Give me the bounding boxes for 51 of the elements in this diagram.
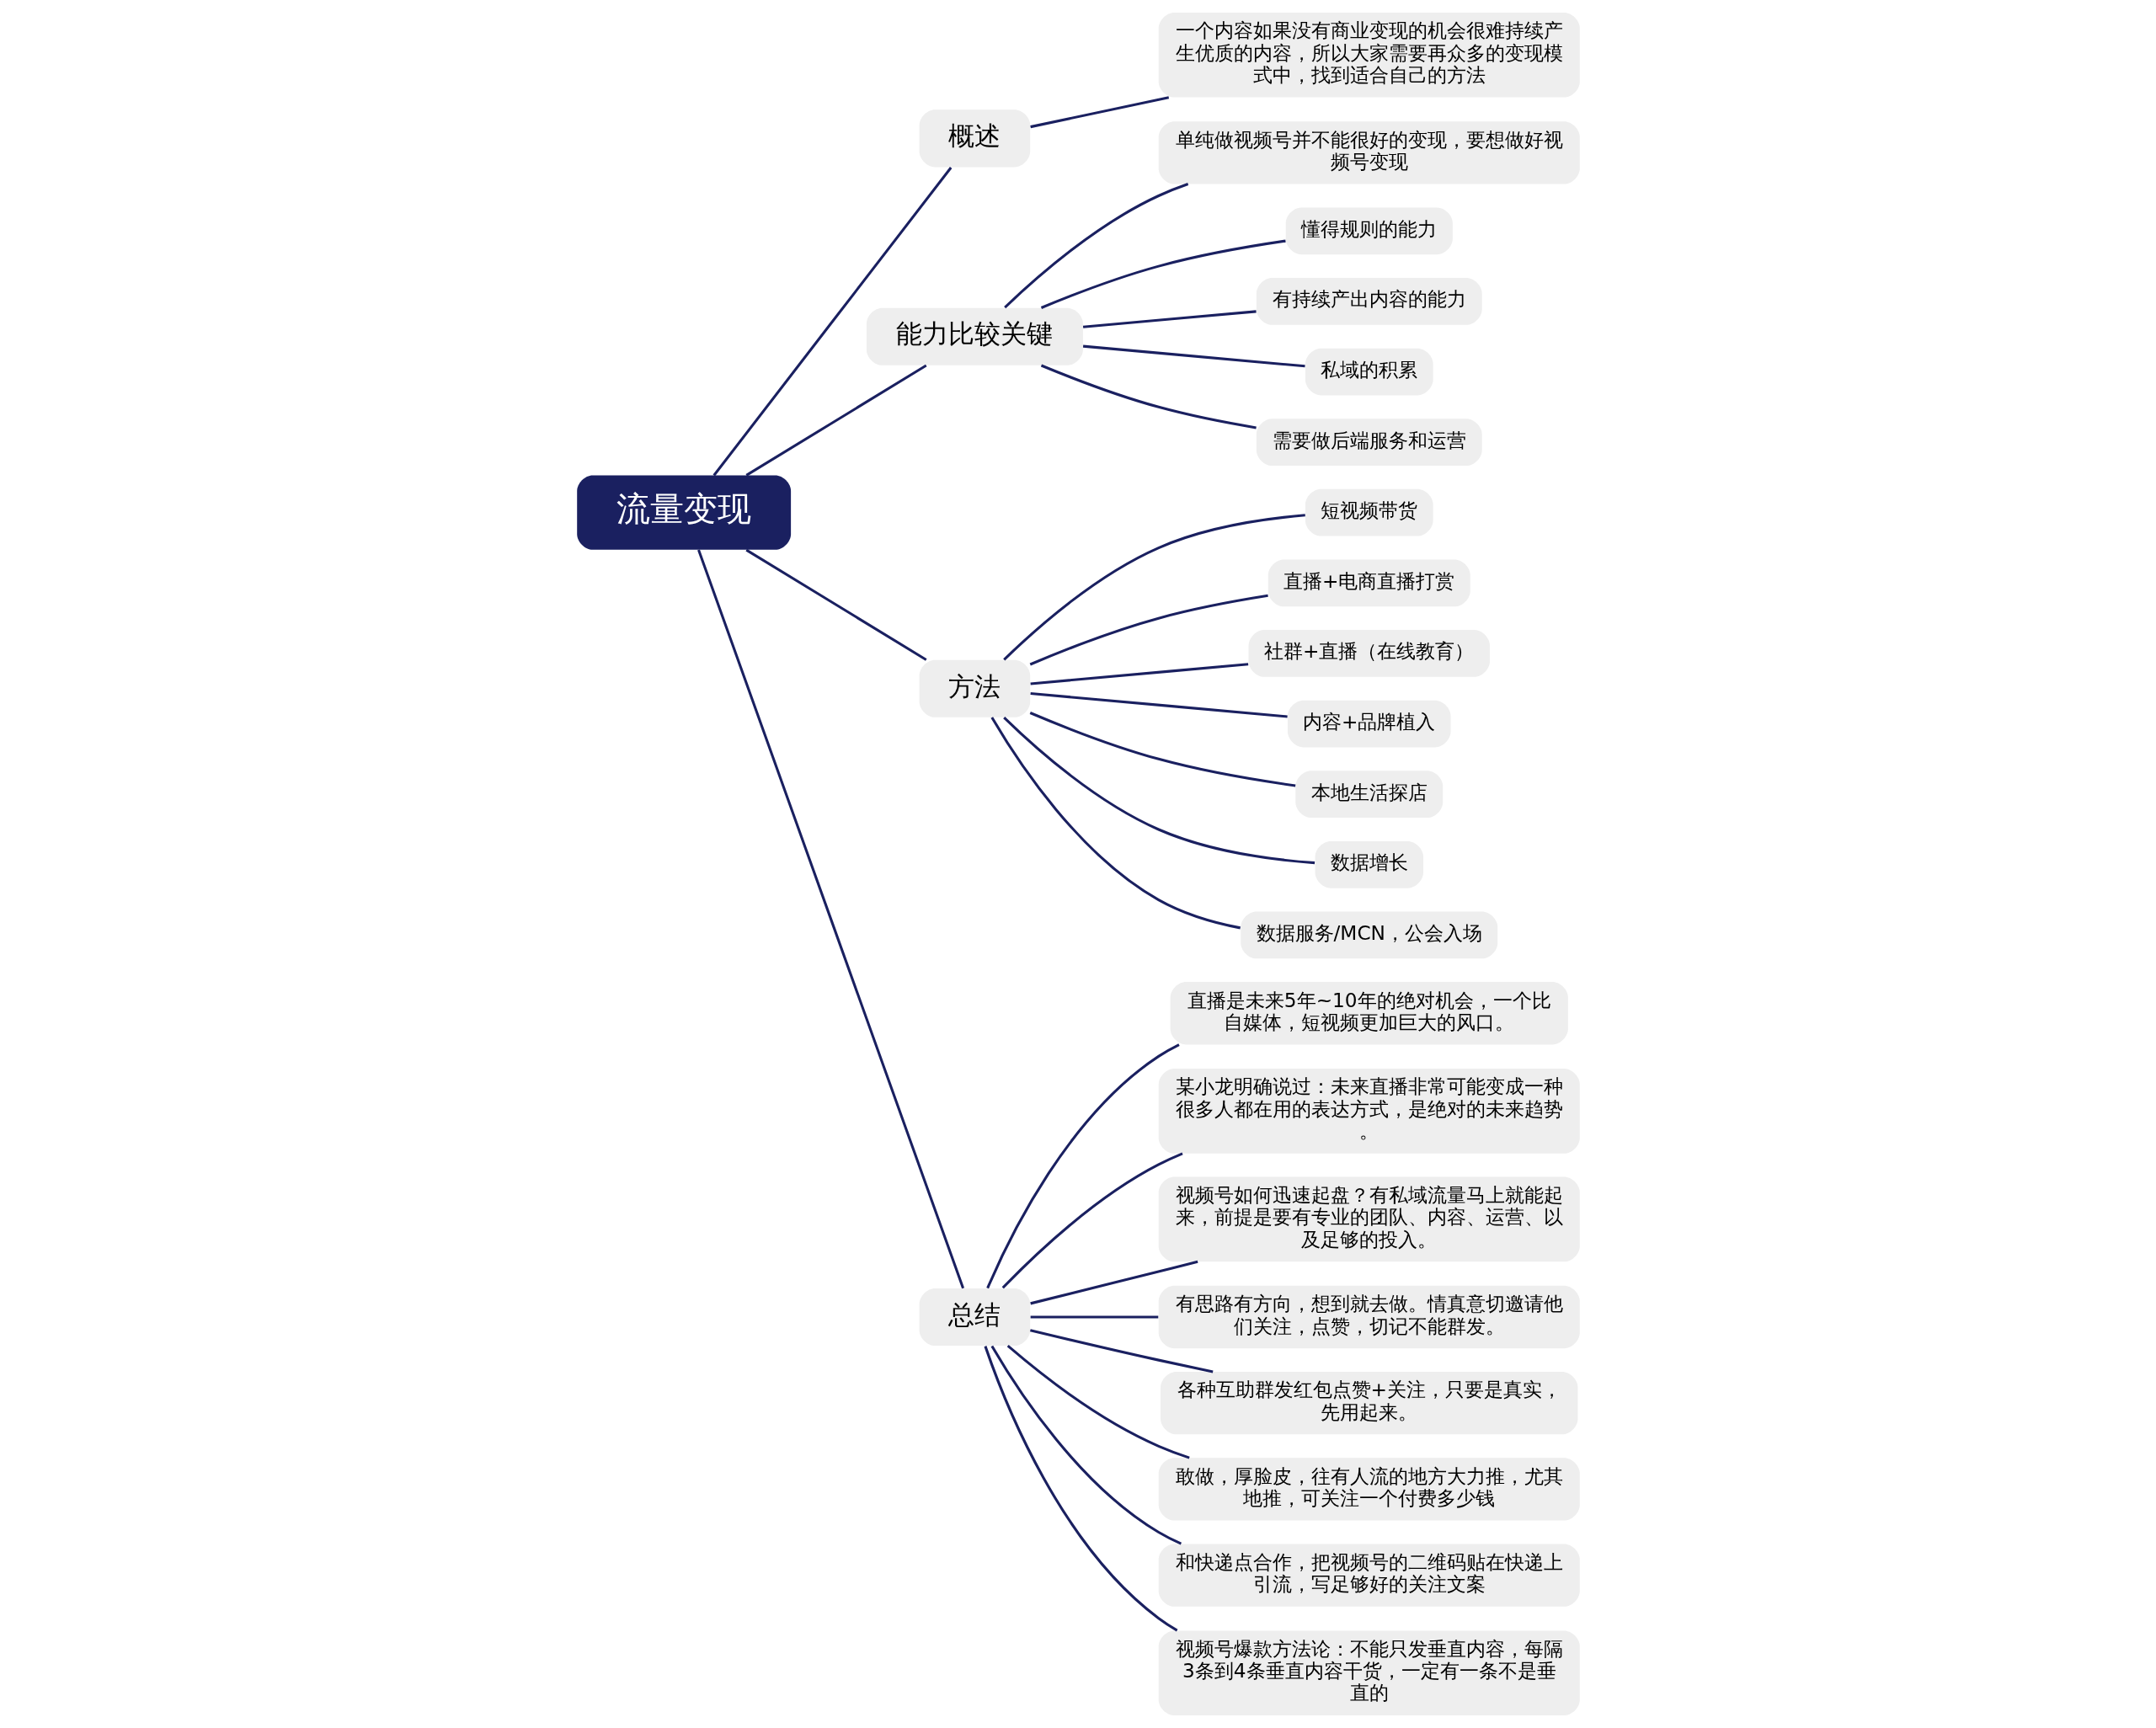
- node-box: 概述: [919, 109, 1030, 168]
- connector: [744, 548, 927, 661]
- node-box: 视频号如何迅速起盘？有私域流量马上就能起来，前提是要有专业的团队、内容、运营、以及足够的投入。: [1158, 1176, 1580, 1262]
- connector: [1030, 1315, 1158, 1319]
- connector: [1002, 514, 1305, 661]
- connector: [1001, 1152, 1183, 1289]
- node-box: 数据服务/MCN，公会入场: [1240, 911, 1497, 959]
- connector: [712, 167, 952, 477]
- node-box: 能力比较关键: [866, 307, 1083, 365]
- connector: [1029, 96, 1169, 129]
- connector: [1029, 712, 1295, 787]
- node-box: 总结: [919, 1288, 1030, 1347]
- node-box: 数据增长: [1315, 840, 1423, 888]
- node-box: 敢做，厚脸皮，往有人流的地方大力推，尤其地推，可关注一个付费多少钱: [1158, 1458, 1580, 1521]
- node-box: 内容+品牌植入: [1287, 700, 1451, 748]
- connector: [1006, 1345, 1190, 1459]
- node-box: 流量变现: [576, 475, 791, 550]
- connector: [1029, 594, 1268, 666]
- connector: [985, 1043, 1180, 1289]
- connector: [1030, 692, 1288, 718]
- connector: [744, 364, 927, 477]
- connector: [1002, 717, 1315, 865]
- node-box: 一个内容如果没有商业变现的机会很难持续产生优质的内容，所以大家需要再众多的变现模式中，找到适合自己的方法: [1158, 13, 1580, 98]
- node-box: 本地生活探店: [1294, 771, 1443, 819]
- connector: [1029, 1329, 1214, 1373]
- connector: [1029, 1260, 1198, 1305]
- node-box: 有持续产出内容的能力: [1256, 278, 1482, 325]
- node-box: 直播是未来5年~10年的绝对机会，一个比自媒体，短视频更加巨大的风口。: [1170, 982, 1568, 1045]
- node-box: 私域的积累: [1305, 348, 1433, 396]
- node-box: 方法: [919, 659, 1030, 717]
- node-box: 单纯做视频号并不能很好的变现，要想做好视频号变现: [1158, 121, 1580, 184]
- node-box: 某小龙明确说过：未来直播非常可能变成一种很多人都在用的表达方式，是绝对的未来趋势。: [1158, 1069, 1580, 1154]
- node-box: 和快递点合作，把视频号的二维码贴在快递上引流，写足够好的关注文案: [1158, 1544, 1580, 1607]
- connector: [983, 1346, 1177, 1632]
- node-box: 社群+直播（在线教育）: [1248, 630, 1490, 677]
- node-box: 直播+电商直播打赏: [1267, 559, 1470, 607]
- node-box: 懂得规则的能力: [1285, 207, 1453, 255]
- connector: [1040, 239, 1286, 309]
- connector: [990, 1345, 1182, 1545]
- connector: [1040, 364, 1257, 429]
- node-box: 有思路有方向，想到就去做。情真意切邀请他们关注，点赞，切记不能群发。: [1158, 1285, 1580, 1349]
- connector: [1082, 310, 1257, 328]
- node-box: 视频号爆款方法论：不能只发垂直内容，每隔3条到4条垂直内容干货，一定有一条不是垂直的: [1158, 1630, 1580, 1715]
- connector: [1030, 663, 1248, 685]
- node-box: 短视频带货: [1305, 488, 1433, 536]
- connector: [1003, 183, 1188, 309]
- connector: [990, 717, 1241, 930]
- connector: [696, 549, 964, 1289]
- node-box: 各种互助群发红包点赞+关注，只要是真实，先用起来。: [1160, 1372, 1577, 1435]
- connector: [1082, 344, 1305, 368]
- node-box: 需要做后端服务和运营: [1256, 419, 1482, 466]
